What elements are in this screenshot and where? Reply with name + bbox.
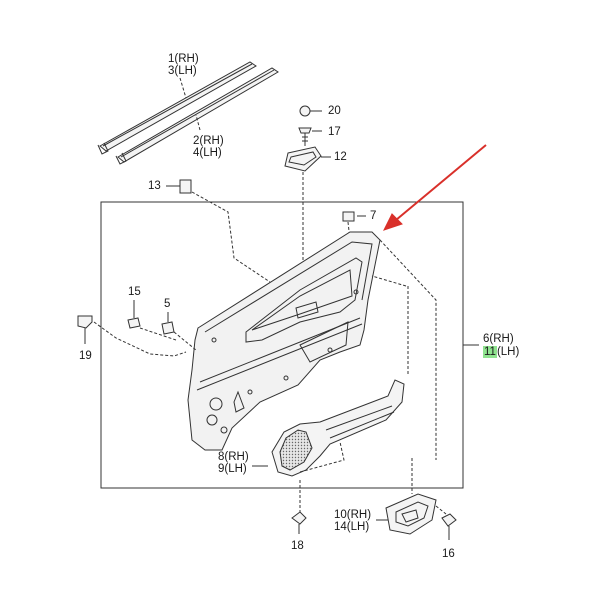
weatherstrip-outer xyxy=(97,61,257,155)
callout-1: 1(RH) xyxy=(168,53,199,65)
clip-5 xyxy=(161,312,175,335)
clip-13 xyxy=(166,179,192,194)
callout-11-suffix: (LH) xyxy=(496,346,520,358)
red-arrow-pointer xyxy=(383,144,487,231)
callout-11: 11(LH) xyxy=(483,346,519,358)
inner-handle-10-14 xyxy=(376,493,437,535)
callout-6: 6(RH) xyxy=(483,333,514,345)
clip-7 xyxy=(342,211,366,222)
callout-8: 8(RH) xyxy=(218,451,249,463)
armrest-8-9 xyxy=(271,379,405,477)
callout-3: 3(LH) xyxy=(168,65,197,77)
callout-5: 5 xyxy=(164,298,171,310)
callout-12: 12 xyxy=(334,151,347,163)
callout-15: 15 xyxy=(128,286,141,298)
callout-9: 9(LH) xyxy=(218,463,247,475)
door-panel-frame xyxy=(100,201,464,489)
cap-20 xyxy=(299,105,322,117)
clip-19 xyxy=(77,315,93,344)
callout-19: 19 xyxy=(79,350,92,362)
callout-14: 14(LH) xyxy=(334,521,370,533)
weatherstrip-inner xyxy=(115,67,279,165)
callout-16: 16 xyxy=(442,548,455,560)
screw-17 xyxy=(298,127,322,146)
callout-18: 18 xyxy=(291,540,304,552)
callout-17: 17 xyxy=(328,126,341,138)
callout-20: 20 xyxy=(328,105,341,117)
callout-11-highlight: 11 xyxy=(483,346,497,358)
callout-10: 10(RH) xyxy=(334,509,372,521)
callout-7: 7 xyxy=(370,210,377,222)
screw-16 xyxy=(441,513,457,540)
callout-4: 4(LH) xyxy=(193,147,222,159)
screw-18 xyxy=(291,511,307,534)
screw-15 xyxy=(127,300,141,329)
handle-cup-12 xyxy=(284,146,331,172)
callout-13: 13 xyxy=(148,180,161,192)
door-trim-panel xyxy=(187,231,381,451)
callout-2: 2(RH) xyxy=(193,135,224,147)
